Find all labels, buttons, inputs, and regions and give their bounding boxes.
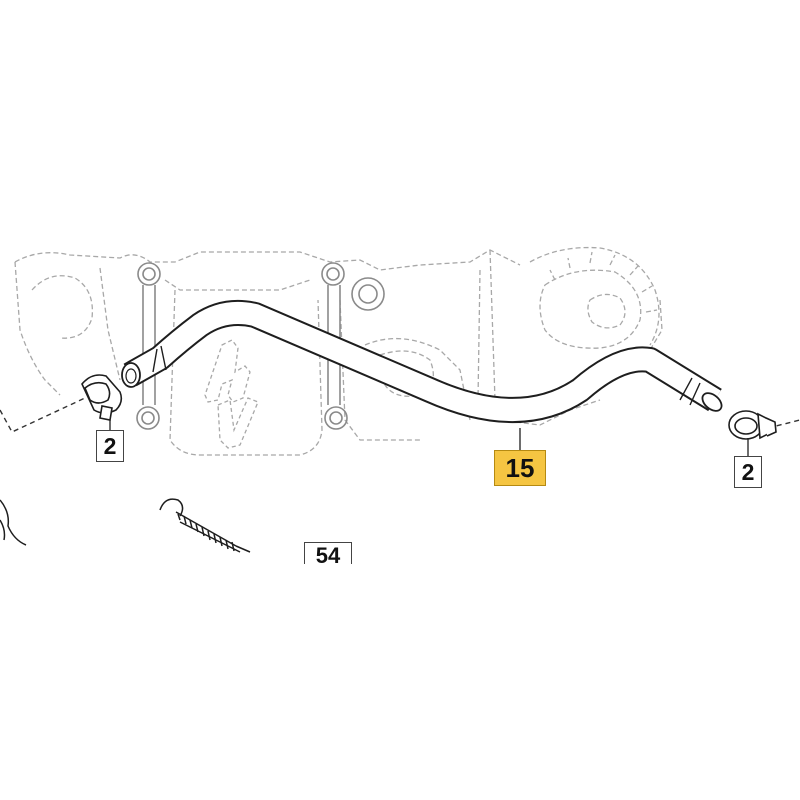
callout-cut-off: 54 bbox=[304, 542, 352, 564]
tension-spring bbox=[159, 498, 251, 553]
engine-bolts bbox=[136, 262, 385, 430]
callout-left-clamp: 2 bbox=[96, 430, 124, 462]
left-clamp-part-2 bbox=[81, 374, 123, 421]
hose-part-15 bbox=[121, 300, 723, 423]
right-clamp-part-2 bbox=[728, 410, 777, 440]
callout-hose: 15 bbox=[494, 450, 546, 486]
left-edge-part-fragment bbox=[0, 499, 27, 546]
dashed-leader-lines bbox=[0, 397, 800, 433]
hv-lettering bbox=[204, 339, 259, 449]
callout-right-clamp: 2 bbox=[734, 456, 762, 488]
callout-leaders bbox=[109, 420, 749, 456]
